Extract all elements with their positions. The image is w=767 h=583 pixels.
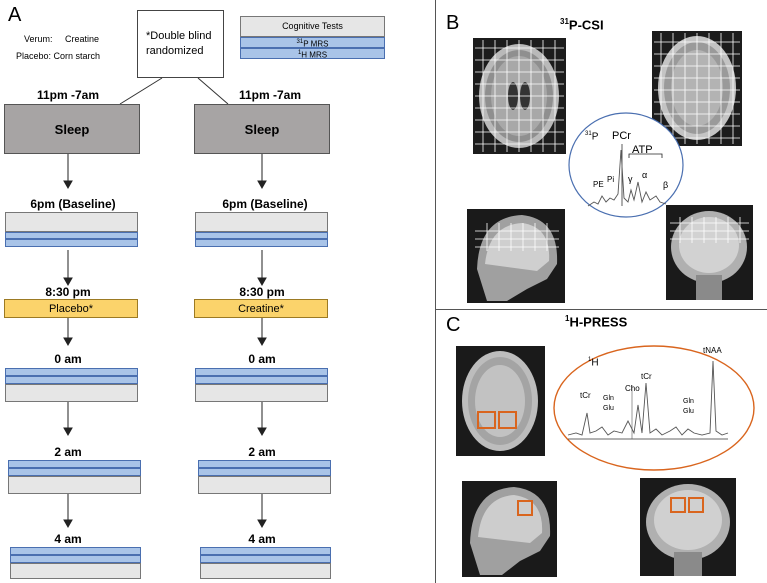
right-baseline-h-bar [195,239,328,247]
right-t0-h-bar [195,376,328,384]
coronal-mri-b [666,205,753,300]
creatine-box: Creatine* [194,299,328,318]
gln-left-label: Gln [603,395,614,402]
right-t4-cognitive-bar [200,563,331,579]
atp-label: ATP [632,144,653,156]
cho-label: Cho [625,384,640,393]
left-baseline-cognitive-bar [5,212,138,232]
panel-b-title-text: P-CSI [568,17,604,33]
p-nucleus-label: P [591,131,599,143]
p-mrs-sup: 31 [296,39,304,45]
beta-label: β [663,180,669,190]
right-t0-cognitive-bar [195,384,328,402]
left-t4-cognitive-bar [10,563,141,579]
left-baseline-label: 6pm (Baseline) [30,197,116,211]
panel-b-title-sup: 31 [560,17,569,26]
right-t0-p-bar [195,368,328,376]
gln-right-label: Gln [683,398,694,405]
pi-label: Pi [607,175,615,184]
h-mrs-sup: 1 [297,50,302,56]
p-mrs-legend: 31P MRS [240,37,385,49]
placebo-label: Placebo: [16,51,52,61]
left-t0-cognitive-bar [5,384,138,402]
verum-label: Verum: [24,34,53,44]
double-blind-box: *Double blind randomized [137,10,224,78]
sagittal-mri-c [462,481,557,577]
right-sleep-box: Sleep [194,104,330,154]
left-t0-p-bar [5,368,138,376]
tnaa-label: tNAA [703,346,722,355]
right-t2-label: 2 am [248,445,276,459]
placebo-box: Placebo* [4,299,138,318]
right-t2-h-bar [198,468,331,476]
panel-a-label: A [8,4,22,26]
right-intervention-time: 8:30 pm [239,285,285,299]
panel-c-title-text: H-PRESS [569,314,628,330]
left-intervention-time: 8:30 pm [45,285,91,299]
panel-b-label: B [446,12,460,34]
right-t4-label: 4 am [248,532,276,546]
verum-legend: Verum: Creatine [24,34,99,44]
alpha-label: α [642,170,648,180]
h-spectrum-nucleus: 1H [588,357,599,368]
panel-divider [435,0,436,583]
sagittal-mri-b [467,209,565,303]
panel-b-title: 31P-CSI [560,17,604,32]
left-sleep-box: Sleep [4,104,140,154]
panel-c-title-sup: 1 [565,314,570,323]
axial-mri-c [456,346,545,456]
tcr-left-label: tCr [580,391,591,400]
right-sleep-time: 11pm -7am [238,88,302,102]
p-spectrum-nucleus: 31P [585,131,598,142]
left-t4-label: 4 am [54,532,82,546]
panel-c-title: 1H-PRESS [565,314,627,329]
axial-mri-right [652,31,742,146]
right-baseline-cognitive-bar [195,212,328,232]
left-baseline-p-bar [5,232,138,239]
left-t0-h-bar [5,376,138,384]
connector-lines [63,77,267,529]
left-t2-cognitive-bar [8,476,141,494]
p-spectrum-circle [568,112,684,218]
cognitive-tests-legend: Cognitive Tests [240,16,385,37]
h-spectrum-ellipse [553,345,755,471]
right-t2-p-bar [198,460,331,468]
h-nucleus-label: H [591,357,599,369]
panel-c-label: C [446,314,461,336]
placebo-legend: Placebo: Corn starch [16,51,100,61]
coronal-mri-c [640,478,736,576]
tcr-mid-label: tCr [641,372,652,381]
gamma-label: γ [628,174,633,184]
left-t4-p-bar [10,547,141,555]
right-t4-h-bar [200,555,331,563]
left-t0-label: 0 am [54,352,82,366]
right-t2-cognitive-bar [198,476,331,494]
right-baseline-p-bar [195,232,328,239]
right-t0-label: 0 am [248,352,276,366]
axial-mri-left [473,38,566,154]
left-t2-p-bar [8,460,141,468]
left-t2-h-bar [8,468,141,476]
placebo-value: Corn starch [53,51,101,61]
right-baseline-label: 6pm (Baseline) [222,197,308,211]
pe-label: PE [593,180,604,189]
left-t4-h-bar [10,555,141,563]
glu-left-label: Glu [603,405,614,412]
panel-bc-divider [436,309,767,310]
verum-value: Creatine [65,34,100,44]
h-mrs-label: H MRS [301,50,328,60]
glu-right-label: Glu [683,408,694,415]
left-t2-label: 2 am [54,445,82,459]
h-mrs-legend: 1H MRS [240,48,385,60]
h-nucleus-sup: 1 [588,357,592,363]
p-mrs-label: P MRS [303,39,329,49]
right-t4-p-bar [200,547,331,555]
pcr-label: PCr [612,130,631,142]
left-sleep-time: 11pm -7am [36,88,100,102]
p-nucleus-sup: 31 [585,131,592,137]
left-baseline-h-bar [5,239,138,247]
